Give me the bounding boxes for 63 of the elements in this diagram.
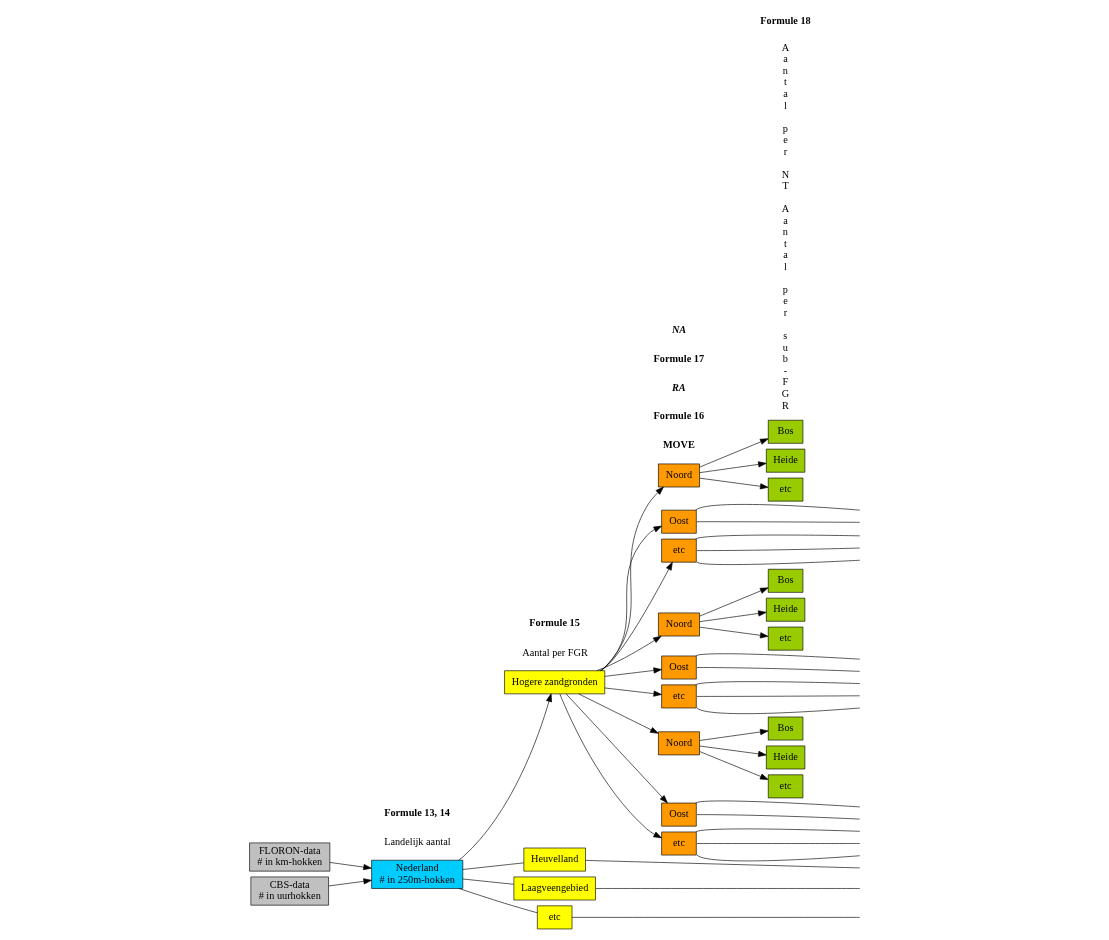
arrow [698, 745, 767, 757]
arrow [600, 486, 664, 671]
node-box: Bos [767, 419, 803, 444]
label: RA [671, 381, 686, 393]
arrow [329, 862, 372, 871]
node-box: Bos [767, 568, 803, 593]
node-box: etc [767, 477, 803, 502]
node-box: Oost [660, 509, 697, 534]
label: Aantal per NT [781, 41, 789, 192]
label: Formule 18 [759, 15, 811, 27]
arrow [698, 751, 768, 780]
node-box: Heide [765, 745, 805, 770]
label: MOVE [662, 439, 695, 451]
node-box: Nederland # in 250m-hokken [370, 859, 463, 889]
connector [584, 860, 860, 869]
connector [458, 888, 538, 914]
node-box: etc [767, 626, 803, 651]
node-box: Heide [765, 597, 805, 622]
arrow [577, 693, 659, 734]
label: NA [671, 323, 686, 335]
node-box: Bos [767, 716, 803, 741]
node-box: Oost [660, 655, 697, 680]
arrow [559, 693, 662, 839]
arrow [698, 461, 767, 473]
node-box: Hogere zandgronden [503, 670, 605, 695]
arrow [698, 610, 767, 622]
arrow [604, 687, 662, 697]
node-box: Noord [657, 612, 700, 637]
label: Aantal per FGR [521, 646, 588, 658]
arrow [599, 561, 673, 671]
arrow [596, 635, 661, 671]
node-box: etc [536, 905, 572, 930]
node-box: etc [660, 684, 697, 709]
node-box: etc [660, 538, 697, 563]
arrow [327, 878, 372, 887]
arrow [698, 438, 768, 468]
arrow [698, 587, 768, 617]
label: Formule 16 [653, 410, 704, 422]
node-box: Heuvelland [523, 847, 586, 872]
arrow [565, 693, 668, 804]
node-box: etc [660, 831, 697, 856]
arrow [698, 728, 768, 741]
node-box: Laagveengebied [513, 876, 596, 901]
node-box: Oost [660, 802, 697, 827]
label: Landelijk aantal [383, 836, 451, 848]
arrow [600, 525, 662, 671]
label: Formule 15 [528, 617, 580, 629]
arrow [698, 626, 768, 639]
connector [571, 917, 860, 918]
label: Formule 17 [653, 352, 704, 364]
label: Aantal per sub-FGR [781, 202, 789, 411]
node-box: FLORON-data # in km-hokken [248, 842, 330, 872]
node-box: Heide [765, 448, 805, 473]
label: Formule 13, 14 [383, 806, 450, 818]
node-box: Noord [657, 463, 700, 488]
arrow [698, 477, 768, 490]
connector [594, 888, 860, 889]
arrow [458, 693, 552, 861]
node-box: CBS-data # in uurhokken [250, 876, 329, 906]
arrow [604, 667, 662, 677]
node-box: Noord [657, 731, 700, 756]
connector [462, 862, 524, 870]
node-box: etc [767, 774, 803, 799]
